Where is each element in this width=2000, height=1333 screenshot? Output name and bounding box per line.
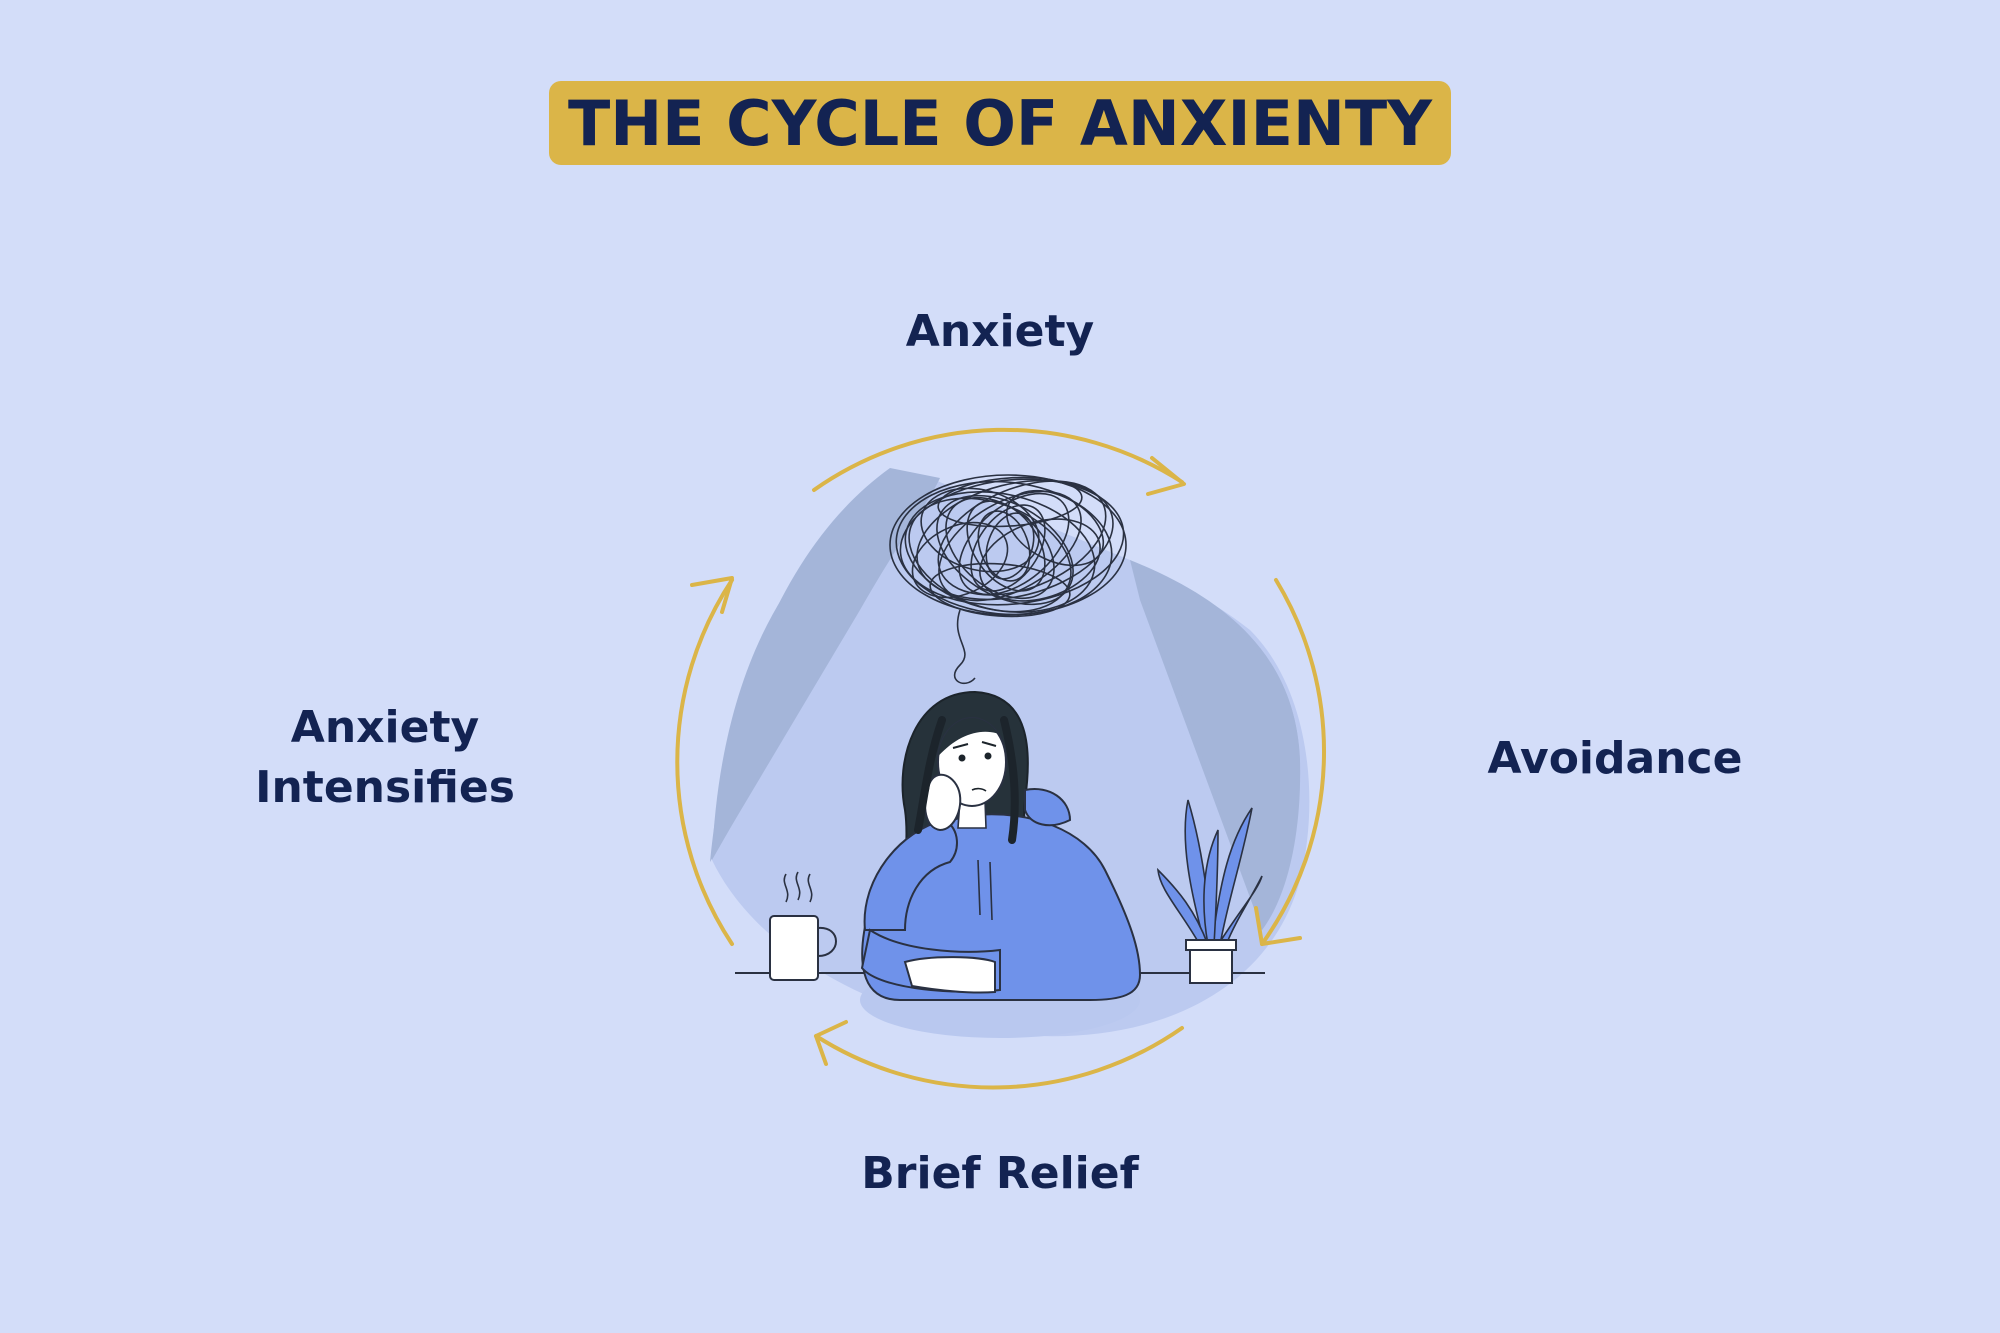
arrow-intensifies-to-anxiety-head (692, 578, 732, 612)
stage-label-brief-relief: Brief Relief (820, 1144, 1180, 1204)
stage-label-line-2: Intensifies (210, 758, 560, 818)
stage-label-line-1: Anxiety (210, 698, 560, 758)
stage-label-anxiety: Anxiety (850, 302, 1150, 362)
stage-label-avoidance: Avoidance (1430, 729, 1800, 789)
stage-label-anxiety-intensifies: Anxiety Intensifies (210, 698, 560, 818)
